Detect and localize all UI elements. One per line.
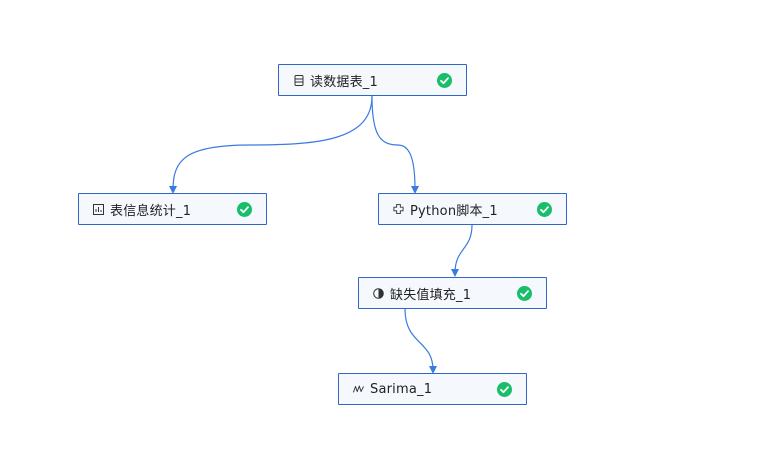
success-check-icon xyxy=(517,286,532,301)
node-label: 表信息统计_1 xyxy=(110,203,192,219)
node-label: Sarima_1 xyxy=(370,381,433,397)
node-read-table[interactable]: 读数据表_1 xyxy=(278,64,467,96)
node-label: 读数据表_1 xyxy=(310,74,378,90)
node-missing-fill[interactable]: 缺失值填充_1 xyxy=(358,277,547,309)
success-check-icon xyxy=(437,73,452,88)
node-label: Python脚本_1 xyxy=(410,203,498,219)
chart-box-icon xyxy=(93,203,104,215)
success-check-icon xyxy=(537,202,552,217)
database-icon xyxy=(293,74,304,86)
edge-read-table-to-table-stats[interactable] xyxy=(169,95,373,194)
edge-missing-fill-to-sarima[interactable] xyxy=(404,308,437,374)
edge-python-script-to-missing-fill[interactable] xyxy=(451,224,473,277)
wave-icon xyxy=(353,384,364,395)
python-icon xyxy=(393,203,404,215)
node-python-script[interactable]: Python脚本_1 xyxy=(378,193,567,225)
half-circle-icon xyxy=(373,287,384,299)
success-check-icon xyxy=(237,202,252,217)
node-sarima[interactable]: Sarima_1 xyxy=(338,373,527,405)
node-label: 缺失值填充_1 xyxy=(390,287,472,303)
success-check-icon xyxy=(497,382,512,397)
node-table-stats[interactable]: 表信息统计_1 xyxy=(78,193,267,225)
edge-read-table-to-python-script[interactable] xyxy=(371,95,419,194)
